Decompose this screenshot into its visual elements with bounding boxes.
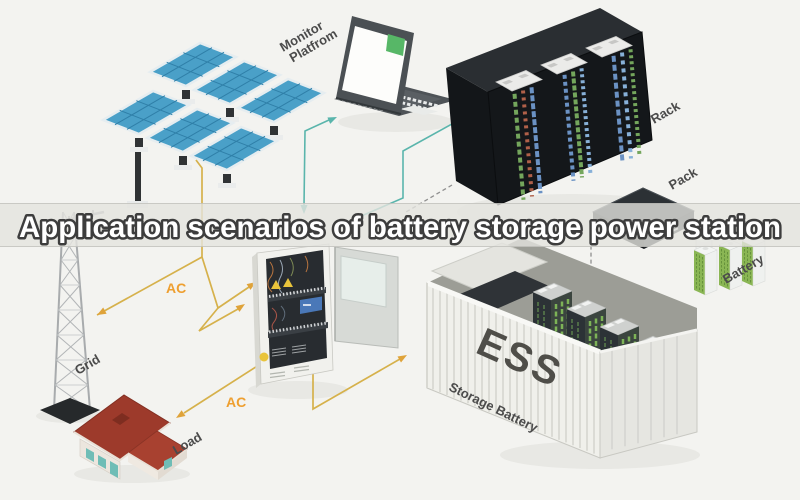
ess-container <box>426 238 698 459</box>
rack-label: Rack <box>648 98 683 127</box>
pack-label: Pack <box>666 164 700 193</box>
ac-label-load: AC <box>226 394 246 410</box>
rack <box>446 8 653 206</box>
solar-array <box>101 41 326 208</box>
ac-label-grid: AC <box>166 280 186 296</box>
power-arrows <box>97 282 407 418</box>
pcs-cabinet <box>252 243 399 388</box>
title-banner-svg: Application scenarios of battery storage… <box>17 209 784 247</box>
power-lines <box>96 159 401 414</box>
load-label: Load <box>170 429 204 458</box>
page-title: Application scenarios of battery storage… <box>19 211 781 244</box>
title-banner: Application scenarios of battery storage… <box>0 203 800 247</box>
laptop-illustration <box>334 16 456 116</box>
grid-tower <box>37 210 105 424</box>
house <box>73 394 188 480</box>
